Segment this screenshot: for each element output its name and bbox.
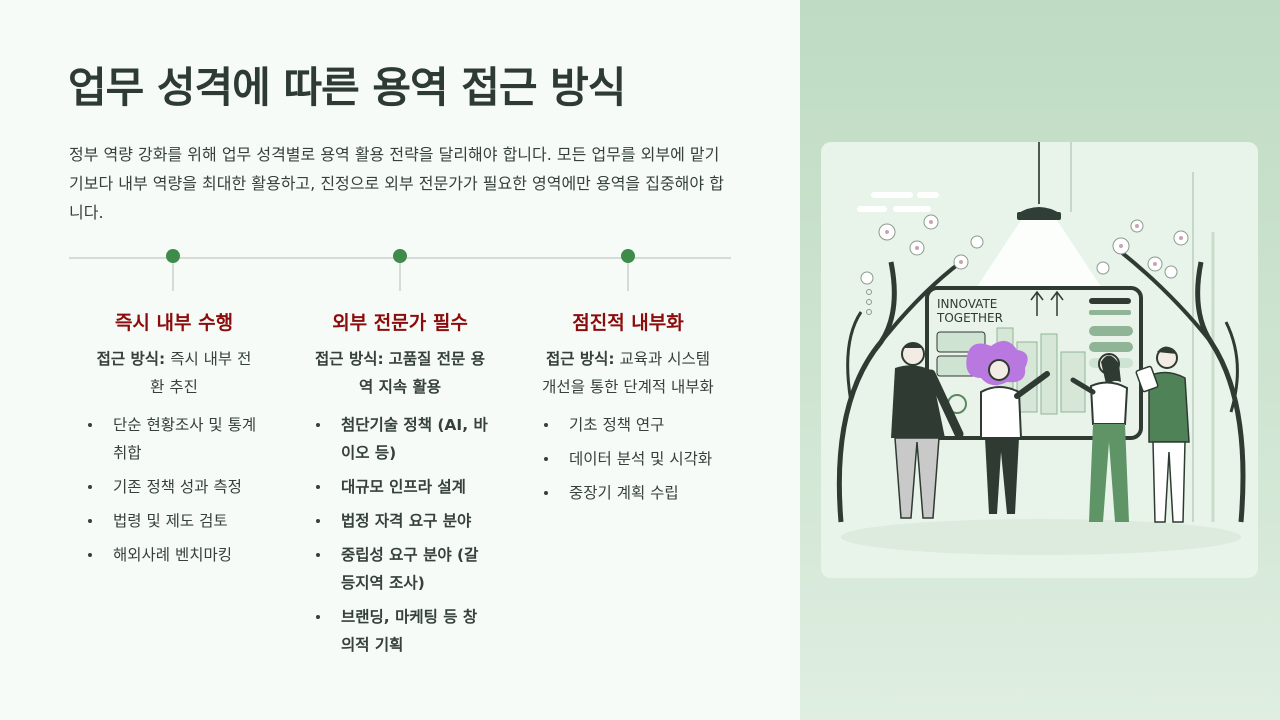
list-item: 법령 및 제도 검토 bbox=[86, 507, 266, 535]
column-immediate-internal: 즉시 내부 수행 접근 방식: 즉시 내부 전환 추진 단순 현황조사 및 통계… bbox=[72, 308, 276, 575]
list-item: 단순 현황조사 및 통계 취합 bbox=[86, 411, 266, 467]
timeline-dot bbox=[621, 249, 635, 263]
approach-value: 교육과 시스템 개선을 통한 단계적 내부화 bbox=[542, 350, 714, 396]
item-list: 기초 정책 연구 데이터 분석 및 시각화 중장기 계획 수립 bbox=[542, 411, 720, 507]
approach-text: 접근 방식: 교육과 시스템 개선을 통한 단계적 내부화 bbox=[526, 345, 730, 401]
timeline-tick bbox=[172, 258, 174, 291]
approach-text: 접근 방식: 고품질 전문 용역 지속 활용 bbox=[298, 345, 502, 401]
board-text-line1: INNOVATE bbox=[937, 297, 997, 311]
column-heading: 점진적 내부화 bbox=[572, 312, 684, 334]
list-item: 기초 정책 연구 bbox=[542, 411, 720, 439]
column-gradual-internalization: 점진적 내부화 접근 방식: 교육과 시스템 개선을 통한 단계적 내부화 기초… bbox=[526, 308, 730, 513]
timeline-tick bbox=[399, 258, 401, 291]
page-title: 업무 성격에 따른 용역 접근 방식 bbox=[68, 63, 626, 112]
list-item: 대규모 인프라 설계 bbox=[314, 473, 490, 501]
intro-paragraph: 정부 역량 강화를 위해 업무 성격별로 용역 활용 전략을 달리해야 합니다.… bbox=[69, 145, 724, 222]
approach-label: 접근 방식: bbox=[96, 350, 166, 368]
column-heading: 즉시 내부 수행 bbox=[114, 312, 234, 334]
list-item: 기존 정책 성과 측정 bbox=[86, 473, 266, 501]
list-item: 중장기 계획 수립 bbox=[542, 479, 720, 507]
approach-text: 접근 방식: 즉시 내부 전환 추진 bbox=[72, 345, 276, 401]
timeline-dot bbox=[166, 249, 180, 263]
team-collaboration-illustration: INNOVATE TOGETHER bbox=[821, 142, 1258, 578]
list-item: 법정 자격 요구 분야 bbox=[314, 507, 490, 535]
item-list: 단순 현황조사 및 통계 취합 기존 정책 성과 측정 법령 및 제도 검토 해… bbox=[86, 411, 266, 569]
column-external-expert: 외부 전문가 필수 접근 방식: 고품질 전문 용역 지속 활용 첨단기술 정책… bbox=[298, 308, 502, 665]
illustration-svg: INNOVATE TOGETHER bbox=[836, 142, 1246, 555]
list-item: 중립성 요구 분야 (갈등지역 조사) bbox=[314, 541, 490, 597]
list-item: 브랜딩, 마케팅 등 창의적 기획 bbox=[314, 603, 490, 659]
approach-value: 즉시 내부 전환 추진 bbox=[150, 350, 252, 396]
timeline-dot bbox=[393, 249, 407, 263]
item-list: 첨단기술 정책 (AI, 바이오 등) 대규모 인프라 설계 법정 자격 요구 … bbox=[314, 411, 490, 659]
approach-label: 접근 방식: bbox=[315, 350, 384, 368]
column-heading: 외부 전문가 필수 bbox=[332, 312, 468, 334]
board-text-line2: TOGETHER bbox=[936, 311, 1003, 325]
timeline-tick bbox=[627, 258, 629, 291]
list-item: 데이터 분석 및 시각화 bbox=[542, 445, 720, 473]
approach-label: 접근 방식: bbox=[545, 350, 615, 368]
content-panel: 업무 성격에 따른 용역 접근 방식 정부 역량 강화를 위해 업무 성격별로 … bbox=[68, 63, 731, 665]
list-item: 첨단기술 정책 (AI, 바이오 등) bbox=[314, 411, 490, 467]
approach-value: 고품질 전문 용역 지속 활용 bbox=[358, 350, 485, 396]
list-item: 해외사례 벤치마킹 bbox=[86, 541, 266, 569]
